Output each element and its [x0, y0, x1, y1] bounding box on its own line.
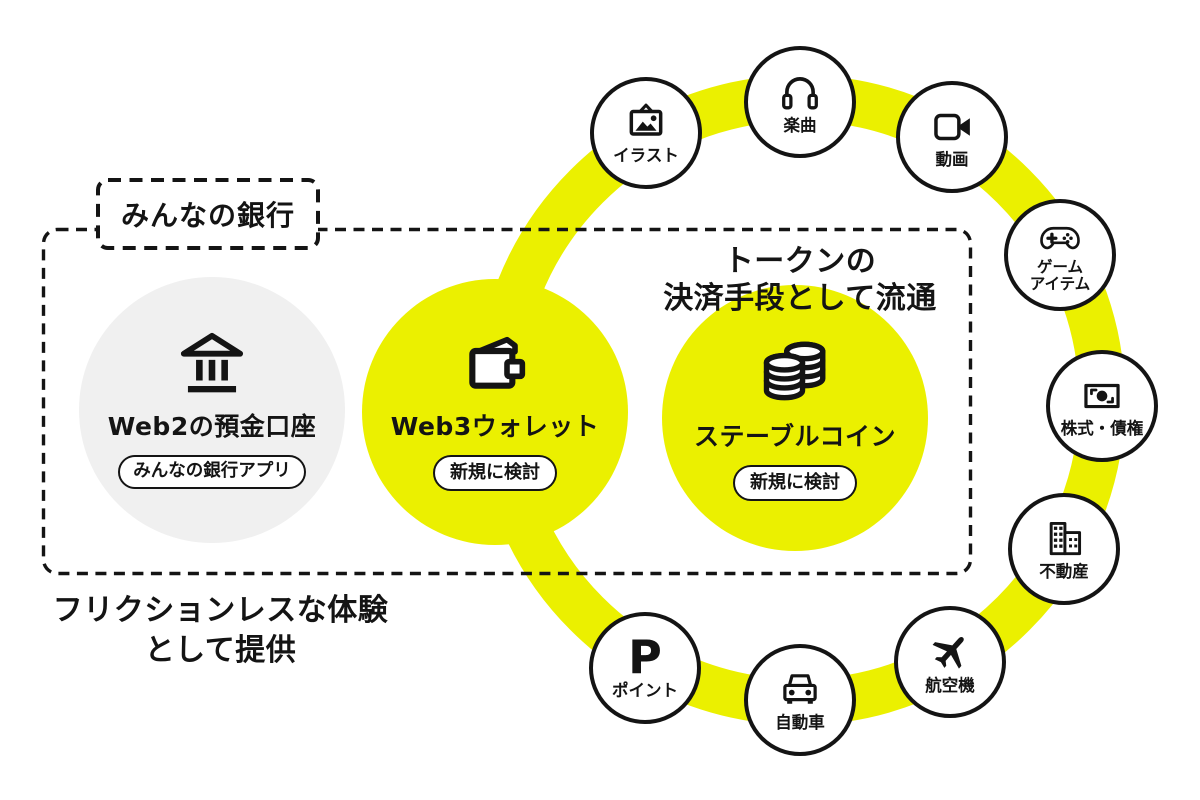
caption-line-1: トークンの — [723, 244, 877, 279]
ring-item-label: 株式・債権 — [1060, 418, 1144, 438]
illustration-icon — [629, 103, 663, 136]
ring-item-music: 楽曲 — [744, 46, 856, 158]
caption-line-2: 決済手段として流通 — [663, 281, 937, 317]
stablecoin-title: ステーブルコイン — [693, 421, 896, 451]
token-circulation-caption: トークンの 決済手段として流通 — [600, 243, 1000, 317]
ring-item-label: 自動車 — [775, 712, 825, 732]
ring-item-aircraft: 航空機 — [894, 606, 1006, 718]
airplane-icon — [932, 636, 964, 669]
ring-item-label: ポイント — [612, 680, 678, 700]
ring-item-label: 航空機 — [925, 675, 975, 695]
note-line-2: として提供 — [144, 632, 297, 668]
web2-account-circle: Web2の預金口座 みんなの銀行アプリ — [79, 277, 345, 543]
web3-wallet-badge: 新規に検討 — [433, 454, 557, 492]
ring-item-label: イラスト — [613, 145, 679, 165]
ring-item-illustration: イラスト — [590, 77, 702, 189]
stablecoin-badge: 新規に検討 — [733, 464, 857, 502]
web2-account-badge: みんなの銀行アプリ — [118, 455, 306, 489]
ring-item-label-line2: アイテム — [1029, 275, 1091, 293]
ring-item-game-items: ゲーム アイテム — [1004, 199, 1116, 311]
web3-wallet-title: Web3ウォレット — [390, 411, 600, 441]
web3-wallet-circle: Web3ウォレット 新規に検討 — [362, 279, 628, 545]
stablecoin-circle: ステーブルコイン 新規に検討 — [662, 285, 928, 551]
ring-item-automobile: 自動車 — [744, 644, 856, 756]
bank-group-label: みんなの銀行 — [120, 199, 295, 232]
point-p-icon: P — [628, 629, 662, 684]
headphones-icon — [782, 76, 818, 110]
ring-item-video: 動画 — [896, 81, 1008, 193]
ring-item-real-estate: 不動産 — [1008, 493, 1120, 605]
ring-item-label: ゲーム — [1036, 257, 1084, 276]
bank-icon — [180, 333, 244, 393]
game-controller-icon — [1040, 226, 1080, 249]
ring-item-points: P ポイント — [589, 612, 701, 724]
certificate-icon — [1084, 383, 1120, 408]
video-camera-icon — [934, 113, 970, 140]
web2-account-title: Web2の預金口座 — [107, 412, 317, 442]
buildings-icon — [1049, 521, 1082, 555]
note-line-1: フリクションレスな体験 — [52, 593, 389, 628]
frictionless-note: フリクションレスな体験 として提供 — [28, 591, 413, 670]
ring-item-label: 楽曲 — [783, 115, 817, 135]
ring-item-label: 動画 — [935, 149, 969, 169]
car-icon — [783, 673, 817, 704]
wallet-icon — [469, 336, 526, 389]
ring-item-label: 不動産 — [1039, 561, 1089, 581]
coins-icon — [763, 341, 826, 401]
ring-item-stocks-bonds: 株式・債権 — [1046, 350, 1158, 462]
